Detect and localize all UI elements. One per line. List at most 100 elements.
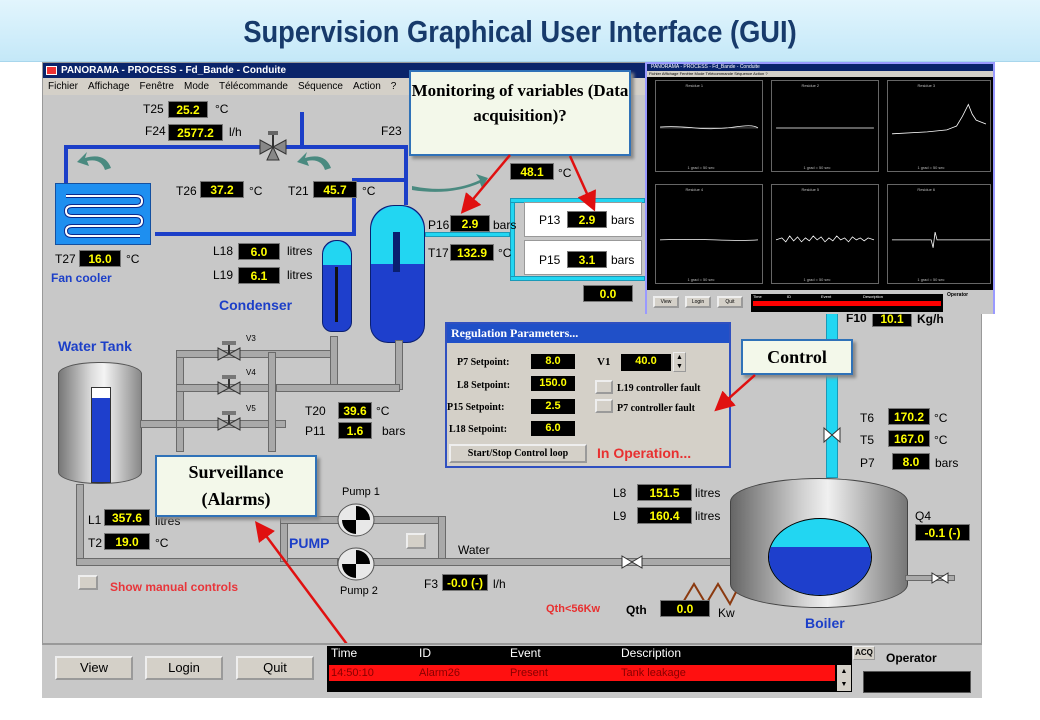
mini-quit-button[interactable]: Quit bbox=[717, 296, 743, 308]
quit-button[interactable]: Quit bbox=[236, 656, 314, 680]
v1-spinner-icon[interactable]: ▲▼ bbox=[673, 352, 686, 372]
l18-setpoint-input[interactable]: 6.0 bbox=[531, 421, 575, 436]
alarm-scrollbar[interactable]: ▲▼ bbox=[837, 665, 851, 691]
f10-unit: Kg/h bbox=[917, 312, 944, 326]
operator-field[interactable] bbox=[863, 671, 971, 693]
mini-login-button[interactable]: Login bbox=[685, 296, 711, 308]
p7-setpoint-label: P7 Setpoint: bbox=[457, 357, 510, 368]
f24-label: F24 bbox=[145, 124, 166, 138]
f3-value: -0.0 (-) bbox=[442, 574, 488, 591]
top-temp-unit: °C bbox=[558, 166, 572, 180]
l9-unit: litres bbox=[695, 509, 721, 523]
menu-action[interactable]: Action bbox=[352, 81, 381, 92]
t21-unit: °C bbox=[362, 184, 376, 198]
menu-telecommande[interactable]: Télécommande bbox=[219, 81, 288, 92]
mini-header-event: Event bbox=[821, 294, 832, 299]
mini-view-button[interactable]: View bbox=[653, 296, 679, 308]
menu-help[interactable]: ? bbox=[390, 81, 397, 92]
alarm-event: Present bbox=[510, 667, 548, 679]
valve-v3-icon[interactable] bbox=[216, 340, 242, 362]
mini-operator-label: Operator bbox=[947, 292, 969, 298]
pump1-icon[interactable] bbox=[336, 502, 376, 538]
pump2-icon[interactable] bbox=[336, 546, 376, 582]
alarm-history-table: Time ID Event Description 14:50:10 Alarm… bbox=[327, 646, 852, 692]
l19-value: 6.1 bbox=[238, 267, 280, 284]
mini-header-description: Description bbox=[863, 294, 884, 299]
view-button[interactable]: View bbox=[55, 656, 133, 680]
l19-fault-label: L19 controller fault bbox=[617, 383, 701, 394]
valve-v4-icon[interactable] bbox=[216, 374, 242, 396]
login-button[interactable]: Login bbox=[145, 656, 223, 680]
v3-label: V3 bbox=[246, 334, 256, 343]
top-temp-value: 48.1 bbox=[510, 163, 554, 180]
header-event: Event bbox=[510, 646, 541, 660]
p15-setpoint-input[interactable]: 2.5 bbox=[531, 399, 575, 414]
slide-title: Supervision Graphical User Interface (GU… bbox=[243, 14, 797, 49]
v5-label: V5 bbox=[246, 404, 256, 413]
alarm-id: Alarm26 bbox=[419, 667, 460, 679]
t6-unit: °C bbox=[934, 411, 948, 425]
show-manual-toggle[interactable] bbox=[78, 575, 98, 590]
t17-label: T17 bbox=[428, 246, 449, 260]
condenser-label: Condenser bbox=[219, 297, 293, 313]
water-valve-icon[interactable] bbox=[620, 554, 644, 570]
menu-affichage[interactable]: Affichage bbox=[88, 81, 130, 92]
l19-fault-indicator[interactable] bbox=[595, 380, 613, 394]
header-time: Time bbox=[331, 646, 358, 660]
residue-caption-3: 1 grad = 50 sec bbox=[917, 165, 944, 170]
acq-button[interactable]: ACQ bbox=[853, 646, 875, 660]
t20-label: T20 bbox=[305, 404, 326, 418]
show-manual-label[interactable]: Show manual controls bbox=[110, 580, 239, 594]
qth-unit: Kw bbox=[718, 606, 735, 620]
outlet-valve-icon[interactable] bbox=[930, 571, 950, 585]
residue-title-5: Residue 5 bbox=[801, 187, 819, 192]
menu-fichier[interactable]: Fichier bbox=[48, 81, 79, 92]
t2-unit: °C bbox=[155, 536, 169, 550]
l8-label: L8 bbox=[613, 486, 627, 500]
steam-valve-icon[interactable] bbox=[822, 426, 842, 444]
p16-value: 2.9 bbox=[450, 215, 490, 232]
residue-caption-5: 1 grad = 50 sec bbox=[803, 277, 830, 282]
t26-unit: °C bbox=[249, 184, 263, 198]
mini-window-title: PANORAMA - PROCESS - Fd_Bande - Conduite bbox=[647, 64, 993, 71]
qth-label: Qth bbox=[626, 603, 647, 617]
p11-unit: bars bbox=[382, 424, 406, 438]
three-way-valve-icon[interactable] bbox=[258, 130, 288, 162]
p7-setpoint-input[interactable]: 8.0 bbox=[531, 354, 575, 369]
t21-label: T21 bbox=[288, 184, 309, 198]
v1-input[interactable]: 40.0 bbox=[621, 354, 671, 371]
alarm-description: Tank leakage bbox=[621, 667, 686, 679]
l18-setpoint-label: L18 Setpoint: bbox=[449, 424, 508, 435]
boiler-level bbox=[768, 518, 872, 596]
menu-sequence[interactable]: Séquence bbox=[297, 81, 343, 92]
heater-coil-icon bbox=[681, 582, 737, 606]
p13-label: P13 bbox=[539, 213, 561, 227]
t5-value: 167.0 bbox=[888, 430, 930, 447]
t27-unit: °C bbox=[126, 252, 140, 266]
cooling-pipe bbox=[282, 145, 406, 149]
menu-mode[interactable]: Mode bbox=[184, 81, 210, 92]
mini-window-footer: View Login Quit Time ID Event Descriptio… bbox=[647, 290, 993, 314]
l1-unit: litres bbox=[155, 514, 181, 528]
p16-unit: bars bbox=[493, 218, 517, 232]
regulation-panel: Regulation Parameters... P7 Setpoint: 8.… bbox=[445, 322, 731, 468]
start-stop-button[interactable]: Start/Stop Control loop bbox=[449, 444, 587, 463]
residue-caption-2: 1 grad = 50 sec bbox=[803, 165, 830, 170]
cooling-pipe bbox=[352, 178, 404, 182]
t26-label: T26 bbox=[176, 184, 197, 198]
p7-label: P7 bbox=[860, 456, 875, 470]
app-icon bbox=[46, 66, 57, 75]
p15-setpoint-label: P15 Setpoint: bbox=[447, 402, 505, 413]
t6-label: T6 bbox=[860, 411, 875, 425]
pump-toggle-button[interactable] bbox=[406, 533, 426, 549]
l8-setpoint-input[interactable]: 150.0 bbox=[531, 376, 575, 391]
f10-value: 10.1 bbox=[872, 310, 912, 327]
window-title: PANORAMA - PROCESS - Fd_Bande - Conduite bbox=[61, 65, 286, 76]
extra-value: 0.0 bbox=[583, 285, 633, 302]
alarm-row[interactable]: 14:50:10 Alarm26 Present Tank leakage bbox=[329, 665, 835, 681]
p7-fault-indicator[interactable] bbox=[595, 399, 613, 413]
menu-fenetre[interactable]: Fenêtre bbox=[139, 81, 174, 92]
valve-v5-icon[interactable] bbox=[216, 410, 242, 432]
